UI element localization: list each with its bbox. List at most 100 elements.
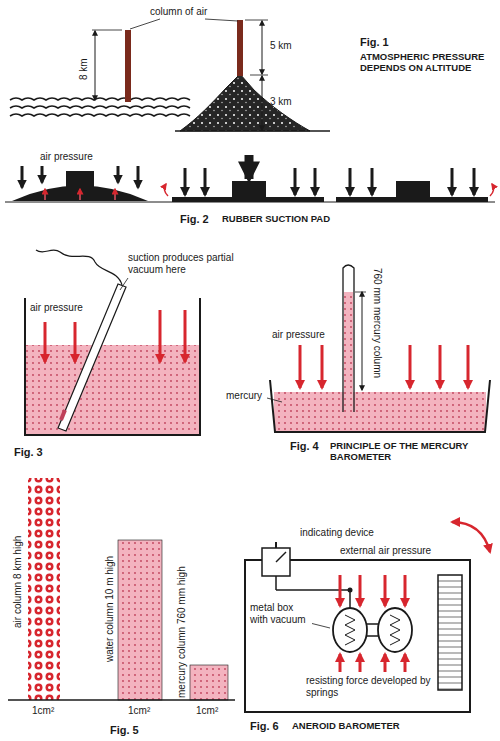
suction-pad-flat <box>336 197 488 202</box>
scale-line <box>438 635 462 636</box>
mountain <box>180 74 310 131</box>
scale-line <box>438 641 462 642</box>
peel-arrow <box>490 184 494 196</box>
callout-label: indicating device <box>300 527 374 539</box>
scale-line <box>438 587 462 588</box>
figure-caption: RUBBER SUCTION PAD <box>222 214 330 225</box>
glass-tube <box>343 265 354 412</box>
dimension-line <box>262 76 263 130</box>
force-arrow <box>404 654 407 672</box>
extension-line <box>250 75 268 76</box>
pressure-arrow <box>44 322 47 362</box>
tilt-arrow <box>452 522 490 552</box>
pad-handle <box>66 171 94 187</box>
pressure-arrow <box>409 345 412 388</box>
extension-line <box>92 30 122 31</box>
tube-cord <box>36 250 122 285</box>
force-arrow <box>339 654 342 672</box>
figure-caption: Fig. 4 <box>290 440 319 453</box>
pressure-arrow <box>299 345 302 388</box>
leader-line <box>130 19 160 29</box>
figure-caption: Fig. 2 <box>180 213 209 226</box>
air-pressure-arrow <box>41 166 44 183</box>
inner-pressure-arrow <box>114 189 116 200</box>
inner-pressure-arrow <box>44 189 46 200</box>
pressure-arrow <box>404 575 407 606</box>
spindle <box>275 542 277 548</box>
scale-line <box>438 593 462 594</box>
vacuum-capsule <box>333 608 367 652</box>
callout-label: 3 km <box>270 96 292 108</box>
air-pressure-arrow <box>473 168 476 195</box>
callout-label: external air pressure <box>340 545 431 557</box>
callout-label: mercury <box>226 390 262 402</box>
dimension-line <box>95 31 96 100</box>
pressure-arrow <box>439 345 442 388</box>
barometer-housing <box>245 560 470 712</box>
leader-line <box>120 278 128 290</box>
air-pressure-arrow <box>204 168 207 195</box>
extension-line <box>355 292 366 293</box>
vacuum-capsule <box>378 608 412 652</box>
suction-pad-dome <box>12 186 148 202</box>
dimension-line <box>362 292 363 390</box>
scale-line <box>438 689 462 690</box>
pad-handle <box>232 181 266 197</box>
link-rod <box>349 590 351 608</box>
scale-line <box>438 659 462 660</box>
callout-label: 5 km <box>270 40 292 52</box>
scale-drum <box>438 575 462 690</box>
callout-label: 1cm² <box>32 705 54 717</box>
base-line <box>8 699 235 701</box>
pointer <box>276 552 286 562</box>
scale-line <box>438 623 462 624</box>
callout-label: resisting force developed by springs <box>306 675 434 698</box>
callout-label: air pressure <box>272 329 325 341</box>
mercury-column <box>344 292 353 412</box>
vertical-label: air column 8 km high <box>12 536 24 628</box>
air-pressure-arrow <box>451 168 454 195</box>
link-rod <box>275 576 277 590</box>
figure-caption: ANEROID BAROMETER <box>292 721 400 732</box>
pad-handle <box>396 181 430 197</box>
inner-pressure-arrow <box>79 189 81 200</box>
vertical-label: 8 km <box>78 58 90 80</box>
air-pressure-arrow <box>21 166 24 188</box>
pressure-arrow <box>321 345 324 388</box>
vertical-label: water column 10 m high <box>104 556 116 662</box>
force-arrow <box>384 654 387 672</box>
spring <box>390 615 400 645</box>
air-pressure-arrow <box>294 168 297 195</box>
air-pressure-arrow <box>349 168 352 195</box>
leader-line <box>205 19 238 21</box>
pressure-arrow <box>359 575 362 606</box>
scale-line <box>438 599 462 600</box>
figure-caption: Fig. 6 <box>250 720 279 733</box>
water-column <box>118 540 162 700</box>
sea-wave <box>10 114 190 116</box>
figure-caption: Fig. 1 <box>360 36 389 49</box>
air-pressure-arrow <box>184 168 187 195</box>
pivot <box>348 588 353 593</box>
figure-caption: ATMOSPHERIC PRESSURE DEPENDS ON ALTITUDE <box>360 52 492 74</box>
scale-line <box>438 665 462 666</box>
leader-line <box>267 398 282 402</box>
spring <box>345 615 355 645</box>
liquid <box>26 345 199 434</box>
scale-line <box>438 653 462 654</box>
straw-liquid <box>61 410 65 420</box>
vertical-label: 760 mm mercury column <box>372 268 384 378</box>
mercury-dish <box>270 380 490 432</box>
air-column <box>237 20 243 76</box>
scale-line <box>438 617 462 618</box>
figure-caption: Fig. 3 <box>14 446 43 459</box>
callout-label: column of air <box>150 6 207 18</box>
mercury-dish-fill <box>274 392 486 431</box>
scale-line <box>438 677 462 678</box>
extension-line <box>245 20 268 21</box>
callout-label: air pressure <box>30 302 83 314</box>
scale-line <box>438 683 462 684</box>
pressure-arrow <box>184 310 187 362</box>
